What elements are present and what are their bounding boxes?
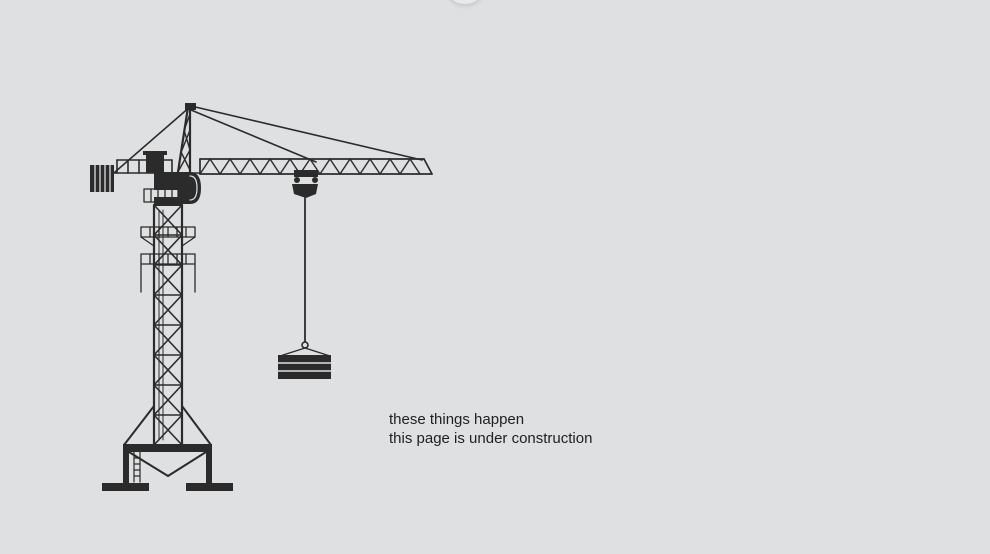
- counterweight: [90, 164, 114, 193]
- under-construction-message: these things happen this page is under c…: [389, 410, 592, 448]
- base-beam: [123, 444, 212, 452]
- message-line-2: this page is under construction: [389, 430, 593, 447]
- trolley: [292, 170, 318, 198]
- message-line-1: these things happen: [389, 411, 525, 428]
- tower-crane-icon: [90, 103, 433, 491]
- mast-platforms: [140, 226, 196, 293]
- top-edge-dot: [448, 0, 482, 4]
- right-foot: [186, 483, 233, 491]
- left-foot: [102, 483, 149, 491]
- tower-head: [176, 105, 192, 174]
- winch-housing: [146, 152, 164, 173]
- suspended-load: [277, 355, 332, 379]
- pendant-cables: [114, 105, 423, 173]
